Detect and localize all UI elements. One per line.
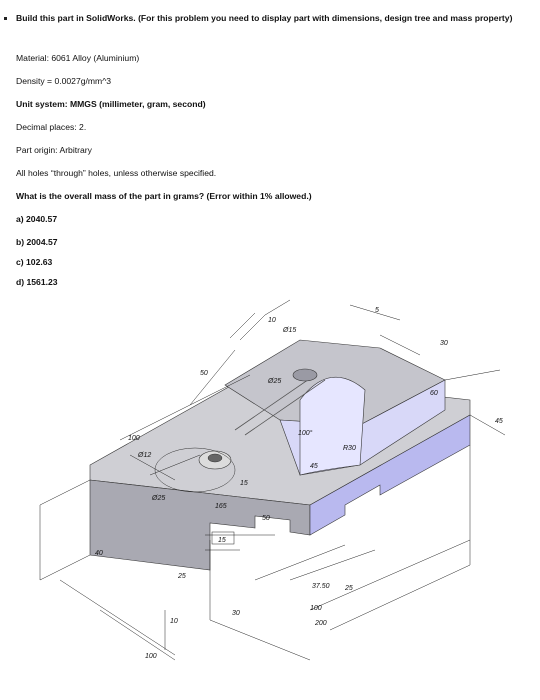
material-line: Material: 6061 Alloy (Aluminium) xyxy=(16,53,140,63)
slot-groove-line xyxy=(244,379,326,436)
option-c: c) 102.63 xyxy=(16,257,53,267)
unit-system-line: Unit system: MMGS (millimeter, gram, sec… xyxy=(16,99,206,109)
dim-15-box: 15 xyxy=(218,537,226,544)
option-d: d) 1561.23 xyxy=(16,277,58,287)
dim-100-left: 100 xyxy=(145,653,157,660)
curved-cutout xyxy=(299,376,366,476)
dim-37-50: 37.50 xyxy=(312,583,330,590)
slot-groove-line xyxy=(234,374,316,431)
problem-intro: Build this part in SolidWorks. (For this… xyxy=(16,13,513,23)
left-counterbore-ring xyxy=(154,447,236,493)
bullet-marker xyxy=(4,17,7,20)
option-a: a) 2040.57 xyxy=(16,214,58,224)
holes-note-line: All holes “through” holes, unless otherw… xyxy=(16,168,217,178)
dim-dia15: Ø15 xyxy=(282,327,296,334)
part-origin-line: Part origin: Arbitrary xyxy=(16,145,92,155)
dim-100-bottom: 100 xyxy=(310,605,322,612)
dim-100-top: 100 xyxy=(128,435,140,442)
isometric-part-drawing: 10 Ø15 5 30 50 Ø25 45 60 100 Ø12 100° R3… xyxy=(39,299,506,661)
question-line: What is the overall mass of the part in … xyxy=(16,191,312,201)
dim-45-right: 45 xyxy=(495,418,503,425)
dim-200: 200 xyxy=(314,620,327,627)
dim-r-label: R30 xyxy=(343,445,356,452)
dim-dia25-left: Ø25 xyxy=(151,495,165,502)
base-right-face xyxy=(309,414,471,536)
dim-10-top: 10 xyxy=(268,317,276,324)
density-line: Density = 0.0027g/mm^3 xyxy=(16,76,112,86)
dim-dia25: Ø25 xyxy=(267,378,281,385)
dim-30-bottom: 30 xyxy=(232,610,240,617)
dim-60: 60 xyxy=(430,390,438,397)
dim-100-deg: 100° xyxy=(298,429,313,437)
dimension-lines xyxy=(39,299,506,661)
option-b: b) 2004.57 xyxy=(16,237,58,247)
dimension-box-15 xyxy=(211,531,235,545)
dim-10-vert: 10 xyxy=(170,618,178,625)
dim-15-small: 15 xyxy=(240,480,248,487)
dim-50-mid: 50 xyxy=(262,515,270,522)
top-hole xyxy=(292,368,318,382)
dim-25-vert: 25 xyxy=(177,573,186,580)
dim-25-bottom: 25 xyxy=(344,585,353,592)
dim-165: 165 xyxy=(215,503,227,510)
dim-40-left: 40 xyxy=(95,550,103,557)
left-boss-hole xyxy=(207,453,223,463)
dim-50: 50 xyxy=(200,370,208,377)
dim-5: 5 xyxy=(375,307,379,314)
dim-30-right: 30 xyxy=(440,340,448,347)
decimal-places-line: Decimal places: 2. xyxy=(16,122,87,132)
dim-dia12: Ø12 xyxy=(137,452,151,459)
dim-45-mid: 45 xyxy=(310,463,318,470)
